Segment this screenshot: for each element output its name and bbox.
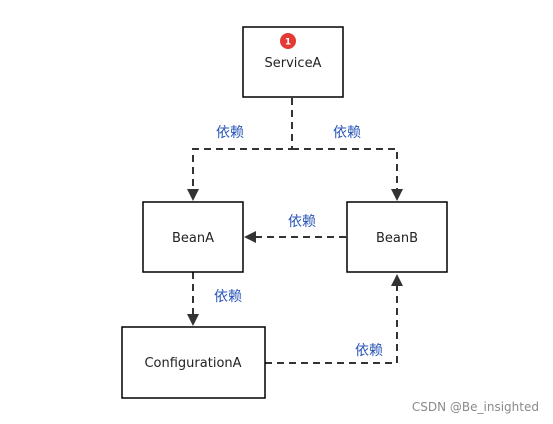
node-bean-b: BeanB — [346, 201, 448, 273]
node-configuration-a: ConfigurationA — [121, 326, 266, 399]
node-bean-b-label: BeanB — [376, 231, 418, 246]
edge-label-configuration-a-to-bean-b: 依赖 — [355, 343, 383, 359]
edge-configuration-a-to-bean-b — [265, 282, 398, 364]
arrowhead-left-icon — [244, 231, 256, 243]
edge-label-service-a-to-bean-b: 依赖 — [333, 125, 361, 141]
badge-number-icon: 1 — [280, 33, 296, 49]
node-bean-a: BeanA — [142, 201, 244, 273]
arrowhead-down-icon — [391, 189, 403, 201]
edge-service-a-to-bean-b — [292, 148, 398, 193]
arrowhead-up-icon — [391, 274, 403, 286]
edge-service-a-to-bean-a — [192, 98, 293, 193]
arrowhead-down-icon — [187, 314, 199, 326]
badge-number: 1 — [285, 38, 291, 48]
arrowhead-down-icon — [187, 189, 199, 201]
watermark-text: CSDN @Be_insighted — [412, 400, 539, 414]
node-service-a-label: ServiceA — [265, 56, 322, 71]
edge-label-bean-b-to-bean-a: 依赖 — [288, 214, 316, 230]
edge-label-service-a-to-bean-a: 依赖 — [216, 125, 244, 141]
node-bean-a-label: BeanA — [172, 231, 214, 246]
node-configuration-a-label: ConfigurationA — [144, 356, 241, 371]
node-service-a: ServiceA 1 — [242, 26, 344, 98]
edge-label-bean-a-to-configuration-a: 依赖 — [214, 289, 242, 305]
